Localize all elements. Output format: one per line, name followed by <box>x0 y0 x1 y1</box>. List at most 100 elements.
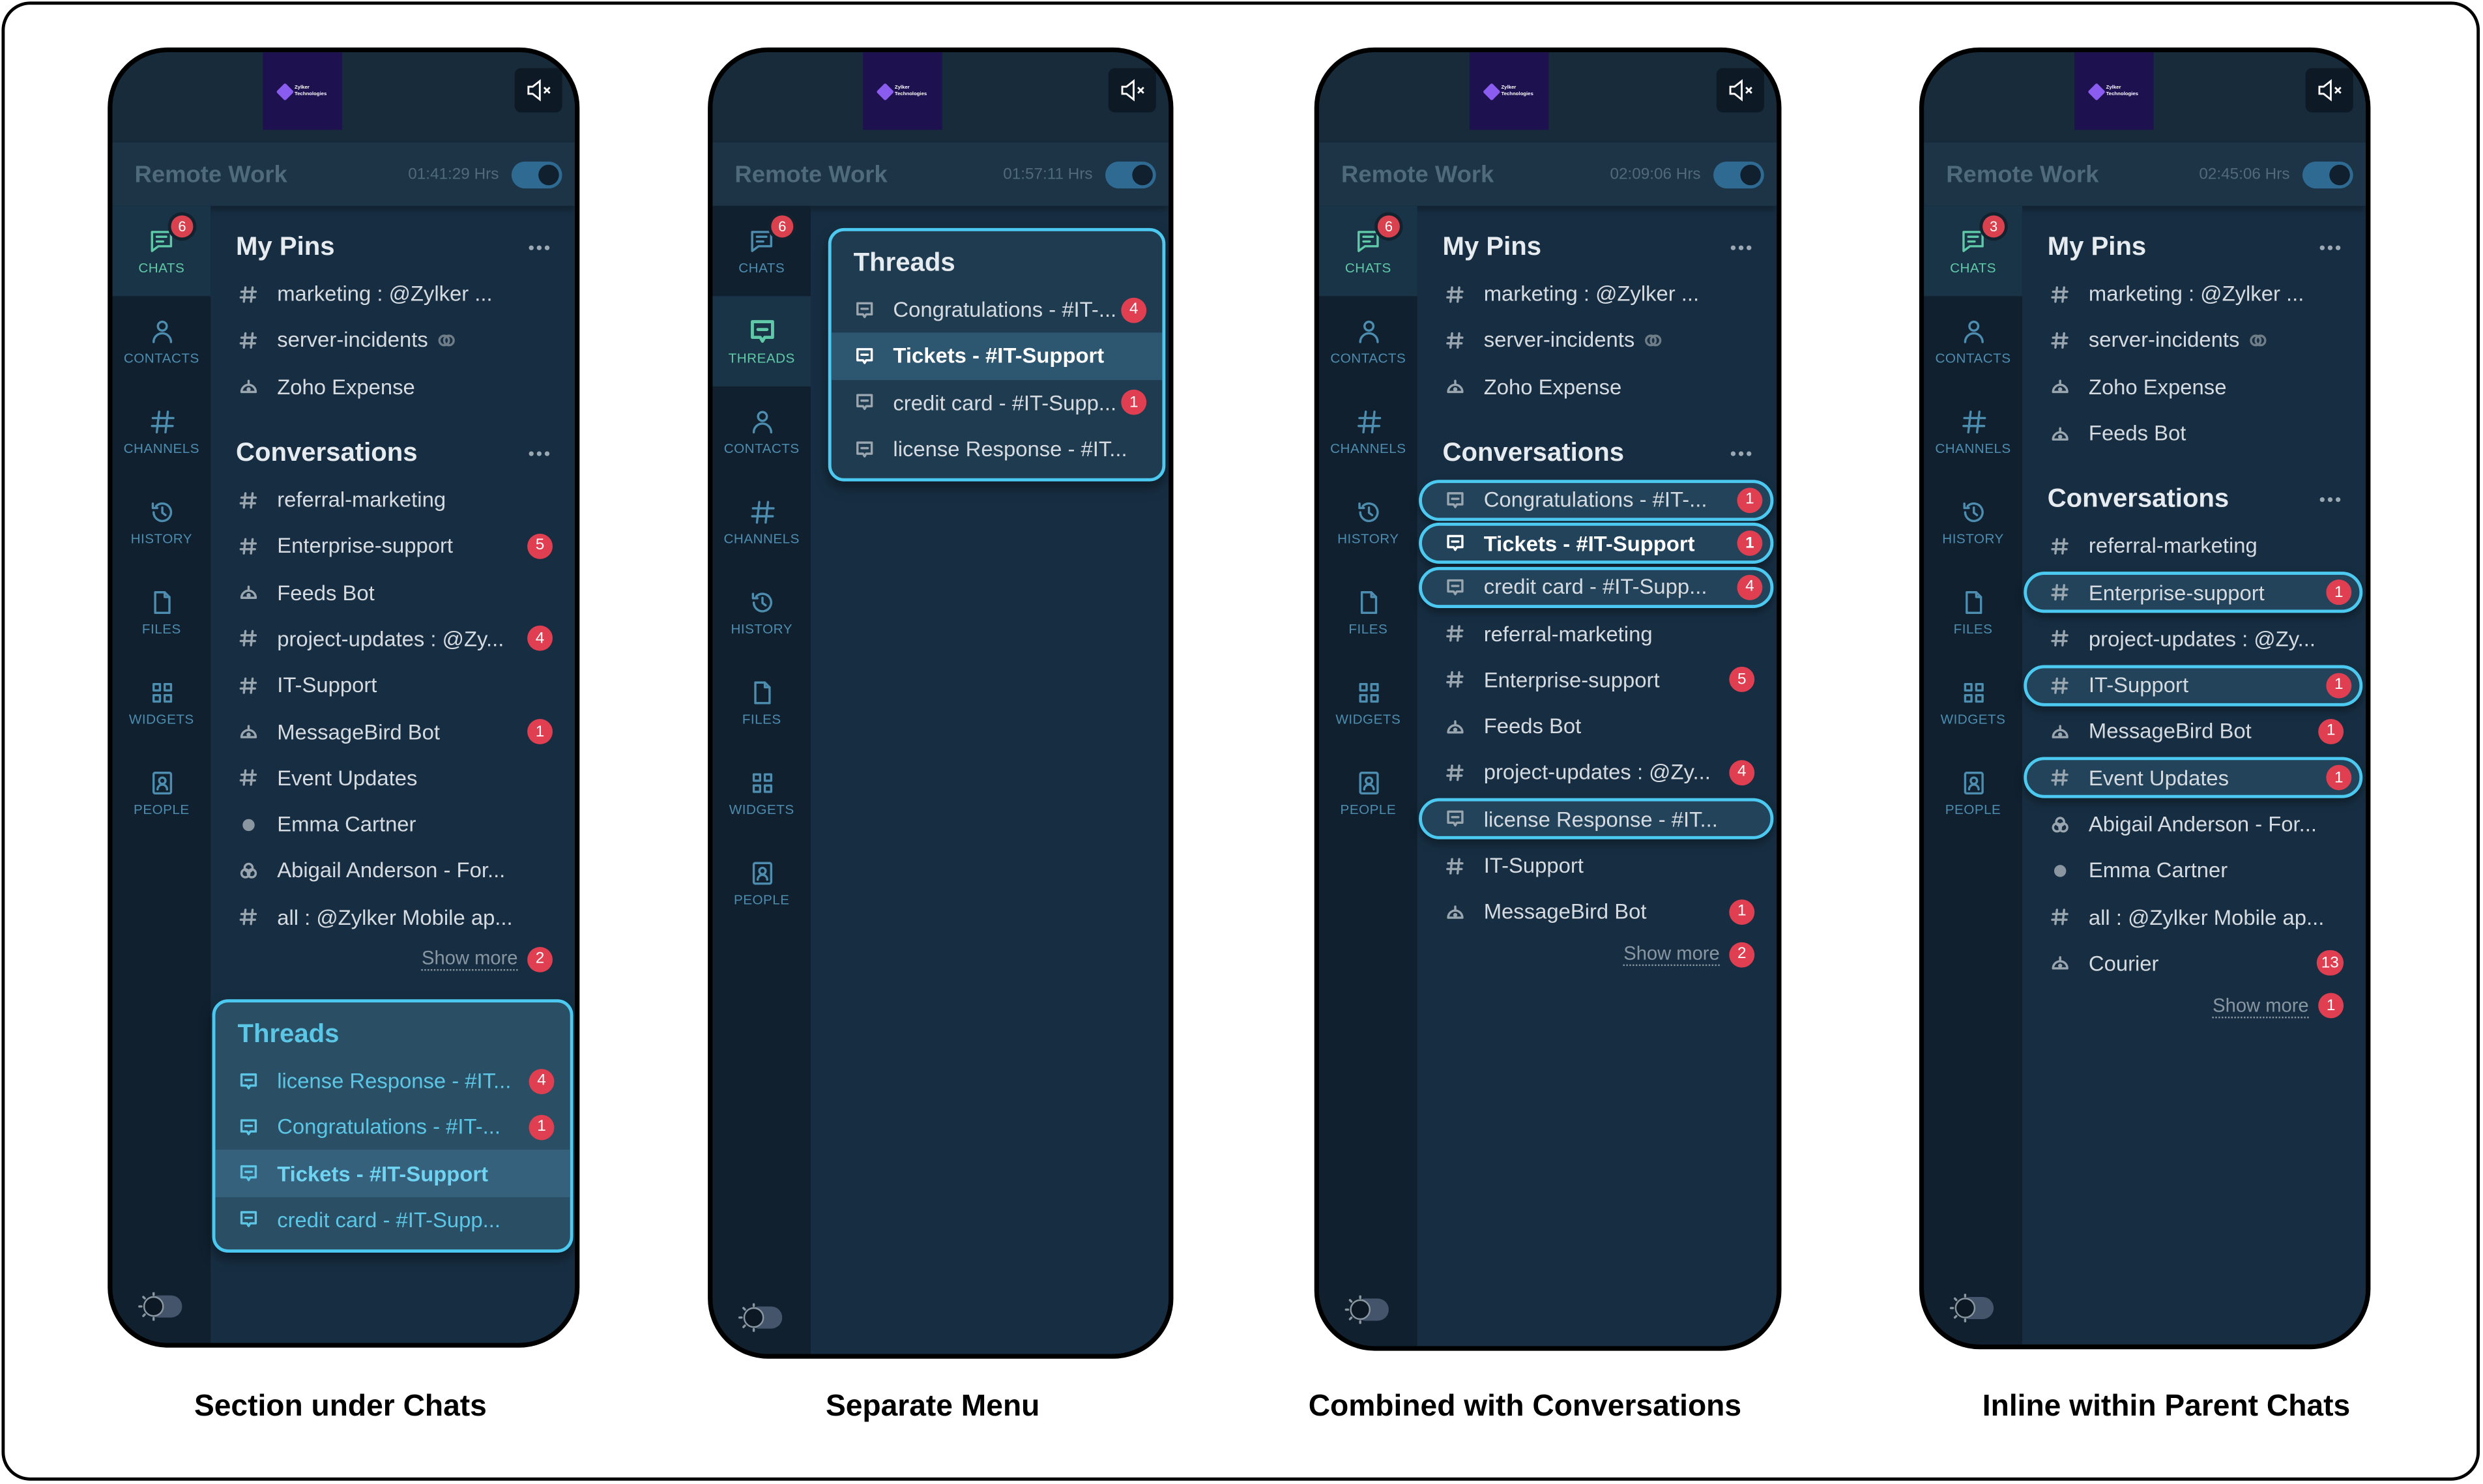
nav-item-contacts[interactable]: CONTACTS <box>1924 296 2022 386</box>
show-more-link[interactable]: Show more <box>1623 942 1720 967</box>
list-item[interactable]: Event Updates 1 <box>2024 757 2363 799</box>
nav-item-files[interactable]: FILES <box>113 567 211 657</box>
nav-item-threads[interactable]: THREADS <box>712 296 811 386</box>
nav-item-widgets[interactable]: WIDGETS <box>1319 657 1417 747</box>
list-item[interactable]: Emma Cartner <box>2044 847 2350 894</box>
more-options-icon[interactable] <box>2319 245 2341 250</box>
nav-item-channels[interactable]: CHANNELS <box>712 476 811 566</box>
more-options-icon[interactable] <box>1730 245 1752 250</box>
check-in-toggle[interactable] <box>1713 160 1764 188</box>
list-item[interactable]: project-updates : @Zy... <box>2044 616 2350 662</box>
nav-item-files[interactable]: FILES <box>1924 567 2022 657</box>
list-item[interactable]: MessageBird Bot 1 <box>1440 889 1761 935</box>
nav-item-people[interactable]: PEOPLE <box>712 837 811 927</box>
theme-toggle-icon[interactable] <box>734 1303 783 1332</box>
mute-button[interactable] <box>2305 68 2353 113</box>
list-item[interactable]: IT-Support <box>1440 842 1761 888</box>
list-item[interactable]: referral-marketing <box>2044 523 2350 569</box>
list-item[interactable]: Abigail Anderson - For... <box>2044 801 2350 847</box>
list-item[interactable]: marketing : @Zylker ... <box>233 270 559 317</box>
nav-item-chats[interactable]: CHATS 6 <box>712 206 811 296</box>
list-item[interactable]: Event Updates <box>233 755 559 801</box>
check-in-toggle[interactable] <box>1105 160 1156 188</box>
nav-item-chats[interactable]: CHATS 6 <box>1319 205 1417 297</box>
list-item[interactable]: credit card - #IT-Supp... <box>215 1197 570 1243</box>
nav-item-contacts[interactable]: CONTACTS <box>1319 296 1417 386</box>
mute-button[interactable] <box>514 68 562 113</box>
show-more-link[interactable]: Show more <box>2213 994 2309 1018</box>
check-in-toggle[interactable] <box>511 160 562 188</box>
list-item[interactable]: project-updates : @Zy... 4 <box>1440 749 1761 796</box>
check-in-toggle[interactable] <box>2302 160 2353 188</box>
list-item[interactable]: Emma Cartner <box>233 801 559 847</box>
more-options-icon[interactable] <box>1730 451 1752 456</box>
list-item[interactable]: license Response - #IT... <box>832 426 1163 472</box>
list-item[interactable]: IT-Support 1 <box>2024 664 2363 706</box>
nav-item-channels[interactable]: CHANNELS <box>1924 386 2022 476</box>
list-item[interactable]: MessageBird Bot 1 <box>233 708 559 755</box>
nav-item-people[interactable]: PEOPLE <box>1319 748 1417 837</box>
more-options-icon[interactable] <box>529 451 550 456</box>
theme-toggle-icon[interactable] <box>1946 1293 1994 1323</box>
nav-item-history[interactable]: HISTORY <box>1924 476 2022 566</box>
list-item[interactable]: referral-marketing <box>233 476 559 523</box>
list-item[interactable]: all : @Zylker Mobile ap... <box>233 894 559 940</box>
more-options-icon[interactable] <box>2319 497 2341 502</box>
nav-item-channels[interactable]: CHANNELS <box>113 386 211 476</box>
nav-item-people[interactable]: PEOPLE <box>113 748 211 837</box>
nav-item-contacts[interactable]: CONTACTS <box>113 296 211 386</box>
nav-item-widgets[interactable]: WIDGETS <box>712 748 811 837</box>
nav-item-history[interactable]: HISTORY <box>113 476 211 566</box>
list-item[interactable]: Feeds Bot <box>233 569 559 615</box>
list-item[interactable]: Tickets - #IT-Support <box>831 332 1163 380</box>
list-item[interactable]: Zoho Expense <box>1440 364 1761 410</box>
nav-item-contacts[interactable]: CONTACTS <box>712 386 811 476</box>
list-item[interactable]: Enterprise-support 5 <box>1440 657 1761 703</box>
nav-item-chats[interactable]: CHATS 3 <box>1924 205 2022 297</box>
list-item[interactable]: all : @Zylker Mobile ap... <box>2044 894 2350 940</box>
more-options-icon[interactable] <box>529 245 550 250</box>
list-item[interactable]: Courier 13 <box>2044 940 2350 987</box>
nav-item-chats[interactable]: CHATS 6 <box>112 205 211 297</box>
nav-item-widgets[interactable]: WIDGETS <box>113 657 211 747</box>
list-item[interactable]: Congratulations - #IT-... 1 <box>1419 479 1774 521</box>
list-item[interactable]: credit card - #IT-Supp... 1 <box>832 379 1163 426</box>
nav-item-widgets[interactable]: WIDGETS <box>1924 657 2022 747</box>
nav-item-files[interactable]: FILES <box>712 657 811 747</box>
list-item[interactable]: Zoho Expense <box>233 364 559 410</box>
list-item[interactable]: referral-marketing <box>1440 611 1761 657</box>
list-item[interactable]: server-incidents <box>233 317 559 364</box>
list-item[interactable]: Tickets - #IT-Support <box>215 1150 570 1197</box>
list-item[interactable]: marketing : @Zylker ... <box>2044 270 2350 317</box>
nav-item-history[interactable]: HISTORY <box>712 567 811 657</box>
list-item[interactable]: MessageBird Bot 1 <box>2044 708 2350 755</box>
list-item[interactable]: project-updates : @Zy... 4 <box>233 616 559 662</box>
nav-item-history[interactable]: HISTORY <box>1319 476 1417 566</box>
list-item[interactable]: Tickets - #IT-Support 1 <box>1419 523 1774 564</box>
list-item[interactable]: Feeds Bot <box>2044 410 2350 456</box>
list-item[interactable]: server-incidents <box>2044 317 2350 364</box>
list-item[interactable]: Feeds Bot <box>1440 703 1761 749</box>
list-item[interactable]: license Response - #IT... <box>1419 798 1774 840</box>
list-item[interactable]: Enterprise-support 5 <box>233 523 559 569</box>
list-item[interactable]: Congratulations - #IT-... 4 <box>832 287 1163 333</box>
mute-button[interactable] <box>1108 68 1156 113</box>
nav-item-people[interactable]: PEOPLE <box>1924 748 2022 837</box>
list-item[interactable]: license Response - #IT... 4 <box>215 1058 570 1104</box>
nav-item-files[interactable]: FILES <box>1319 567 1417 657</box>
list-item[interactable]: IT-Support <box>233 662 559 708</box>
theme-toggle-icon[interactable] <box>1341 1295 1389 1324</box>
list-item[interactable]: Zoho Expense <box>2044 364 2350 410</box>
show-more-link[interactable]: Show more <box>422 948 518 972</box>
list-item[interactable]: credit card - #IT-Supp... 4 <box>1419 566 1774 608</box>
theme-toggle-icon[interactable] <box>135 1292 182 1321</box>
list-item[interactable]: Congratulations - #IT-... 1 <box>215 1104 570 1150</box>
list-item[interactable]: Enterprise-support 1 <box>2024 572 2363 613</box>
nav-item-channels[interactable]: CHANNELS <box>1319 386 1417 476</box>
list-item[interactable]: server-incidents <box>1440 317 1761 364</box>
list-item[interactable]: marketing : @Zylker ... <box>1440 270 1761 317</box>
mute-button[interactable] <box>1716 68 1764 113</box>
